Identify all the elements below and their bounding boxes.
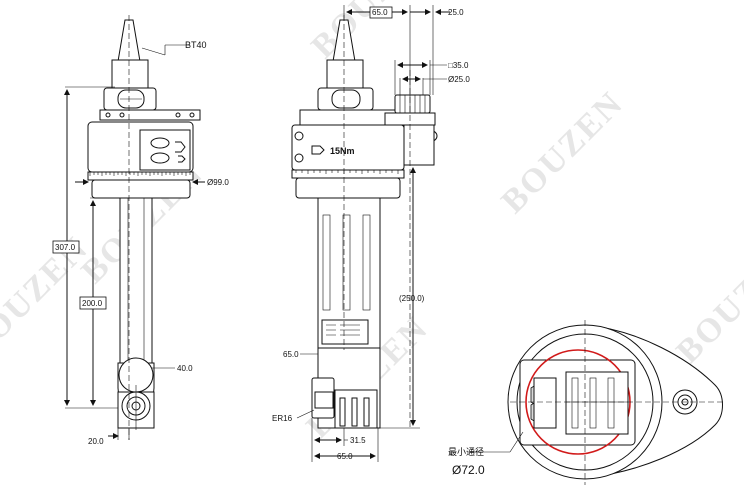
min-bore-label: 最小通径 (448, 446, 484, 457)
dim-total-length: 307.0 (55, 243, 76, 252)
bt40-label: BT40 (185, 40, 207, 50)
side-view: 15Nm 65.0 25.0 (272, 5, 470, 462)
dim-bottom-width: 65.0 (337, 452, 353, 461)
min-bore-value: Ø72.0 (452, 463, 485, 477)
dim-arm-length: 200.0 (82, 299, 103, 308)
dim-top-offset: 65.0 (372, 8, 388, 17)
dim-head-width: 31.5 (350, 436, 366, 445)
watermark-text: BOUZEN (494, 84, 630, 220)
dim-left-offset: 65.0 (283, 350, 299, 359)
dim-body-diameter: Ø99.0 (207, 178, 229, 187)
extension-arm (119, 197, 153, 364)
dim-top-spindle: 25.0 (448, 8, 464, 17)
torque-label: 15Nm (330, 146, 355, 156)
front-view: BT40 307.0 200.0 Ø99.0 40.0 20.0 (52, 15, 229, 446)
dim-arm-width: 40.0 (177, 364, 193, 373)
dim-shaft-diameter: Ø25.0 (448, 75, 470, 84)
watermark-text: BOUZEN (669, 234, 744, 370)
dim-reach: (250.0) (399, 294, 425, 303)
bottom-view: 最小通径 Ø72.0 (448, 320, 725, 485)
dim-square: □35.0 (448, 61, 469, 70)
graduation-ticks (89, 172, 191, 176)
collet-label: ER16 (272, 414, 293, 423)
dim-offset: 20.0 (88, 437, 104, 446)
